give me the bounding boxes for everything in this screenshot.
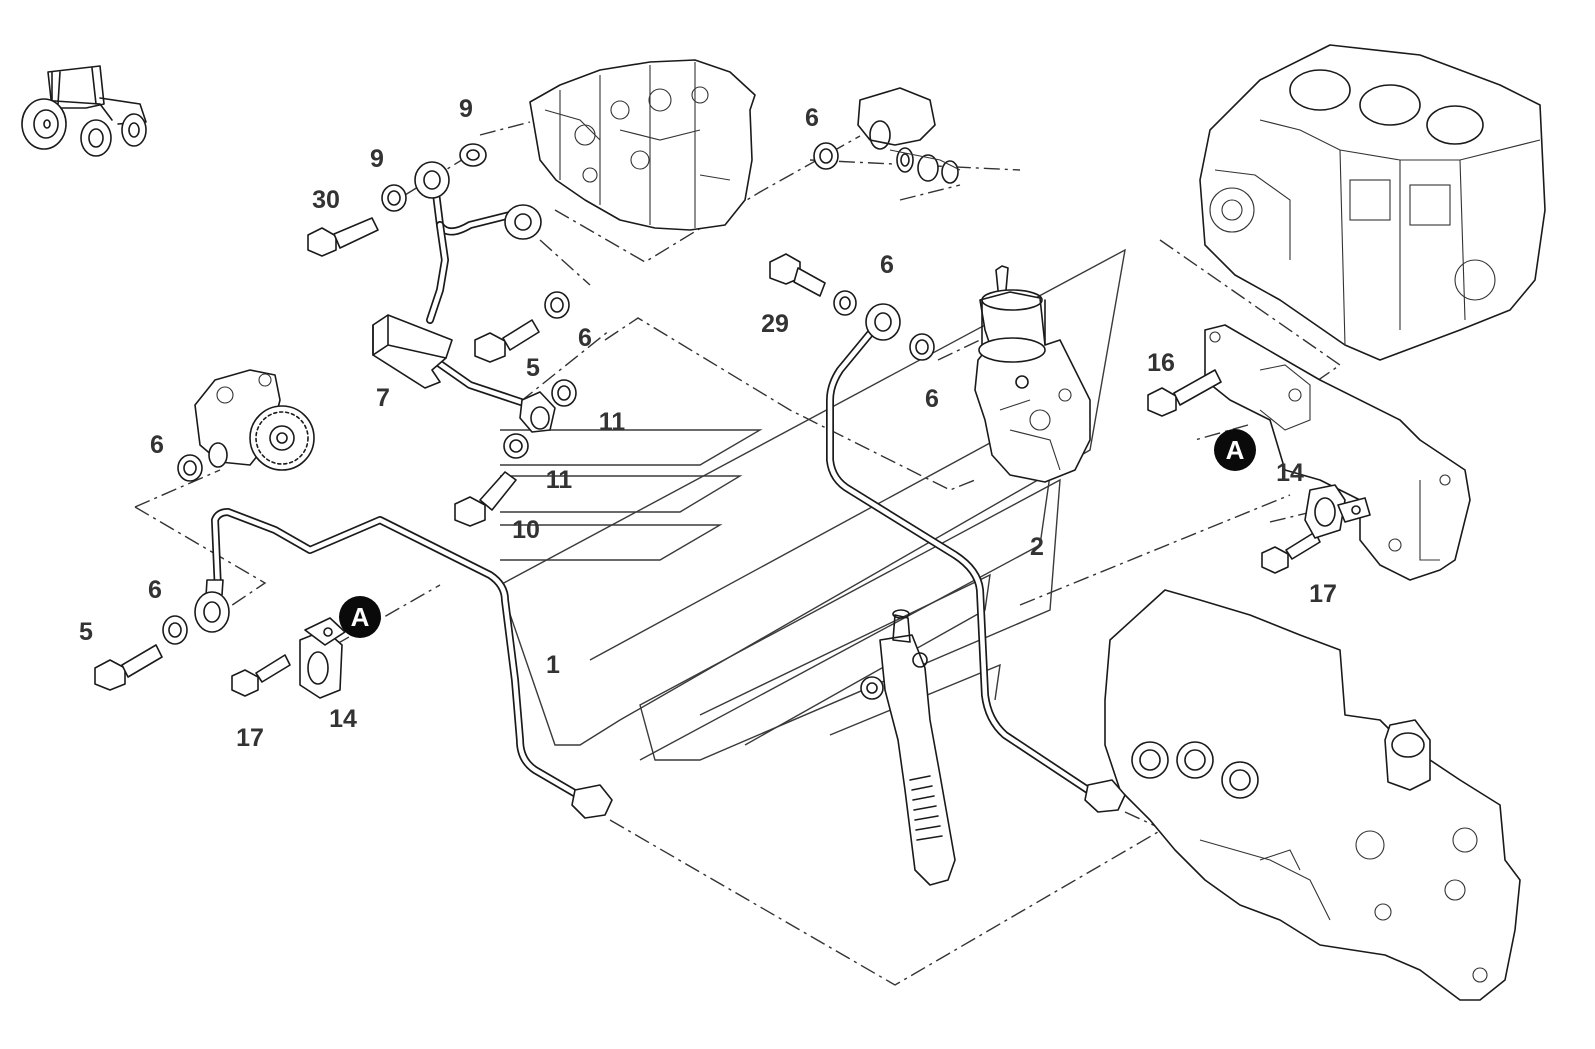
callout-labels: 9 9 30 6 6 29 6 5 7 6 11 11 6 10 16 14 2… (79, 95, 1337, 752)
pump-body-fragment (857, 87, 961, 184)
callout-11-upper: 11 (599, 408, 626, 436)
fuel-pipe-7 (372, 161, 556, 433)
badge-a-left-label: A (351, 602, 370, 632)
callout-5-lower: 5 (79, 618, 93, 646)
callout-17-right: 17 (1309, 580, 1337, 608)
banjo-bolts (94, 217, 1321, 697)
reference-badge-a-right: A (1214, 429, 1256, 471)
callout-9-lower: 9 (370, 145, 384, 173)
injector (860, 609, 956, 886)
callout-14-right: 14 (1276, 459, 1304, 487)
callout-29: 29 (761, 310, 789, 338)
callout-9-upper: 9 (459, 95, 473, 123)
callout-1: 1 (546, 651, 560, 679)
callout-16: 16 (1147, 349, 1175, 377)
callout-6-top: 6 (805, 104, 819, 132)
pipe-clamps (299, 484, 1371, 699)
callout-2: 2 (1030, 533, 1044, 561)
callout-6-mid: 6 (880, 251, 894, 279)
bracket-plate (1204, 324, 1471, 581)
callout-11-lower: 11 (546, 466, 573, 494)
oil-pump-gear (194, 369, 315, 471)
callout-17-left: 17 (236, 724, 264, 752)
reference-badge-a-left: A (339, 596, 381, 638)
sealing-washers (162, 142, 935, 645)
callout-6-lower: 6 (148, 576, 162, 604)
callout-30: 30 (312, 186, 340, 214)
callout-14-left: 14 (329, 705, 357, 733)
callout-6-pump: 6 (150, 431, 164, 459)
fuel-pipe-1 (194, 508, 613, 819)
tractor-icon (21, 65, 147, 157)
callout-6-valve: 6 (925, 385, 939, 413)
filter-valve-assembly (974, 265, 1091, 483)
fuel-pipe-2 (826, 303, 1126, 813)
cylinder-head-fragment-top (529, 59, 756, 231)
callout-10: 10 (512, 516, 540, 544)
injection-pump-body (1104, 589, 1521, 1001)
callout-7: 7 (376, 384, 390, 412)
badge-a-right-label: A (1226, 435, 1245, 465)
callout-5-upper: 5 (526, 354, 540, 382)
callout-6-upper-left: 6 (578, 324, 592, 352)
engine-block (1199, 44, 1546, 361)
